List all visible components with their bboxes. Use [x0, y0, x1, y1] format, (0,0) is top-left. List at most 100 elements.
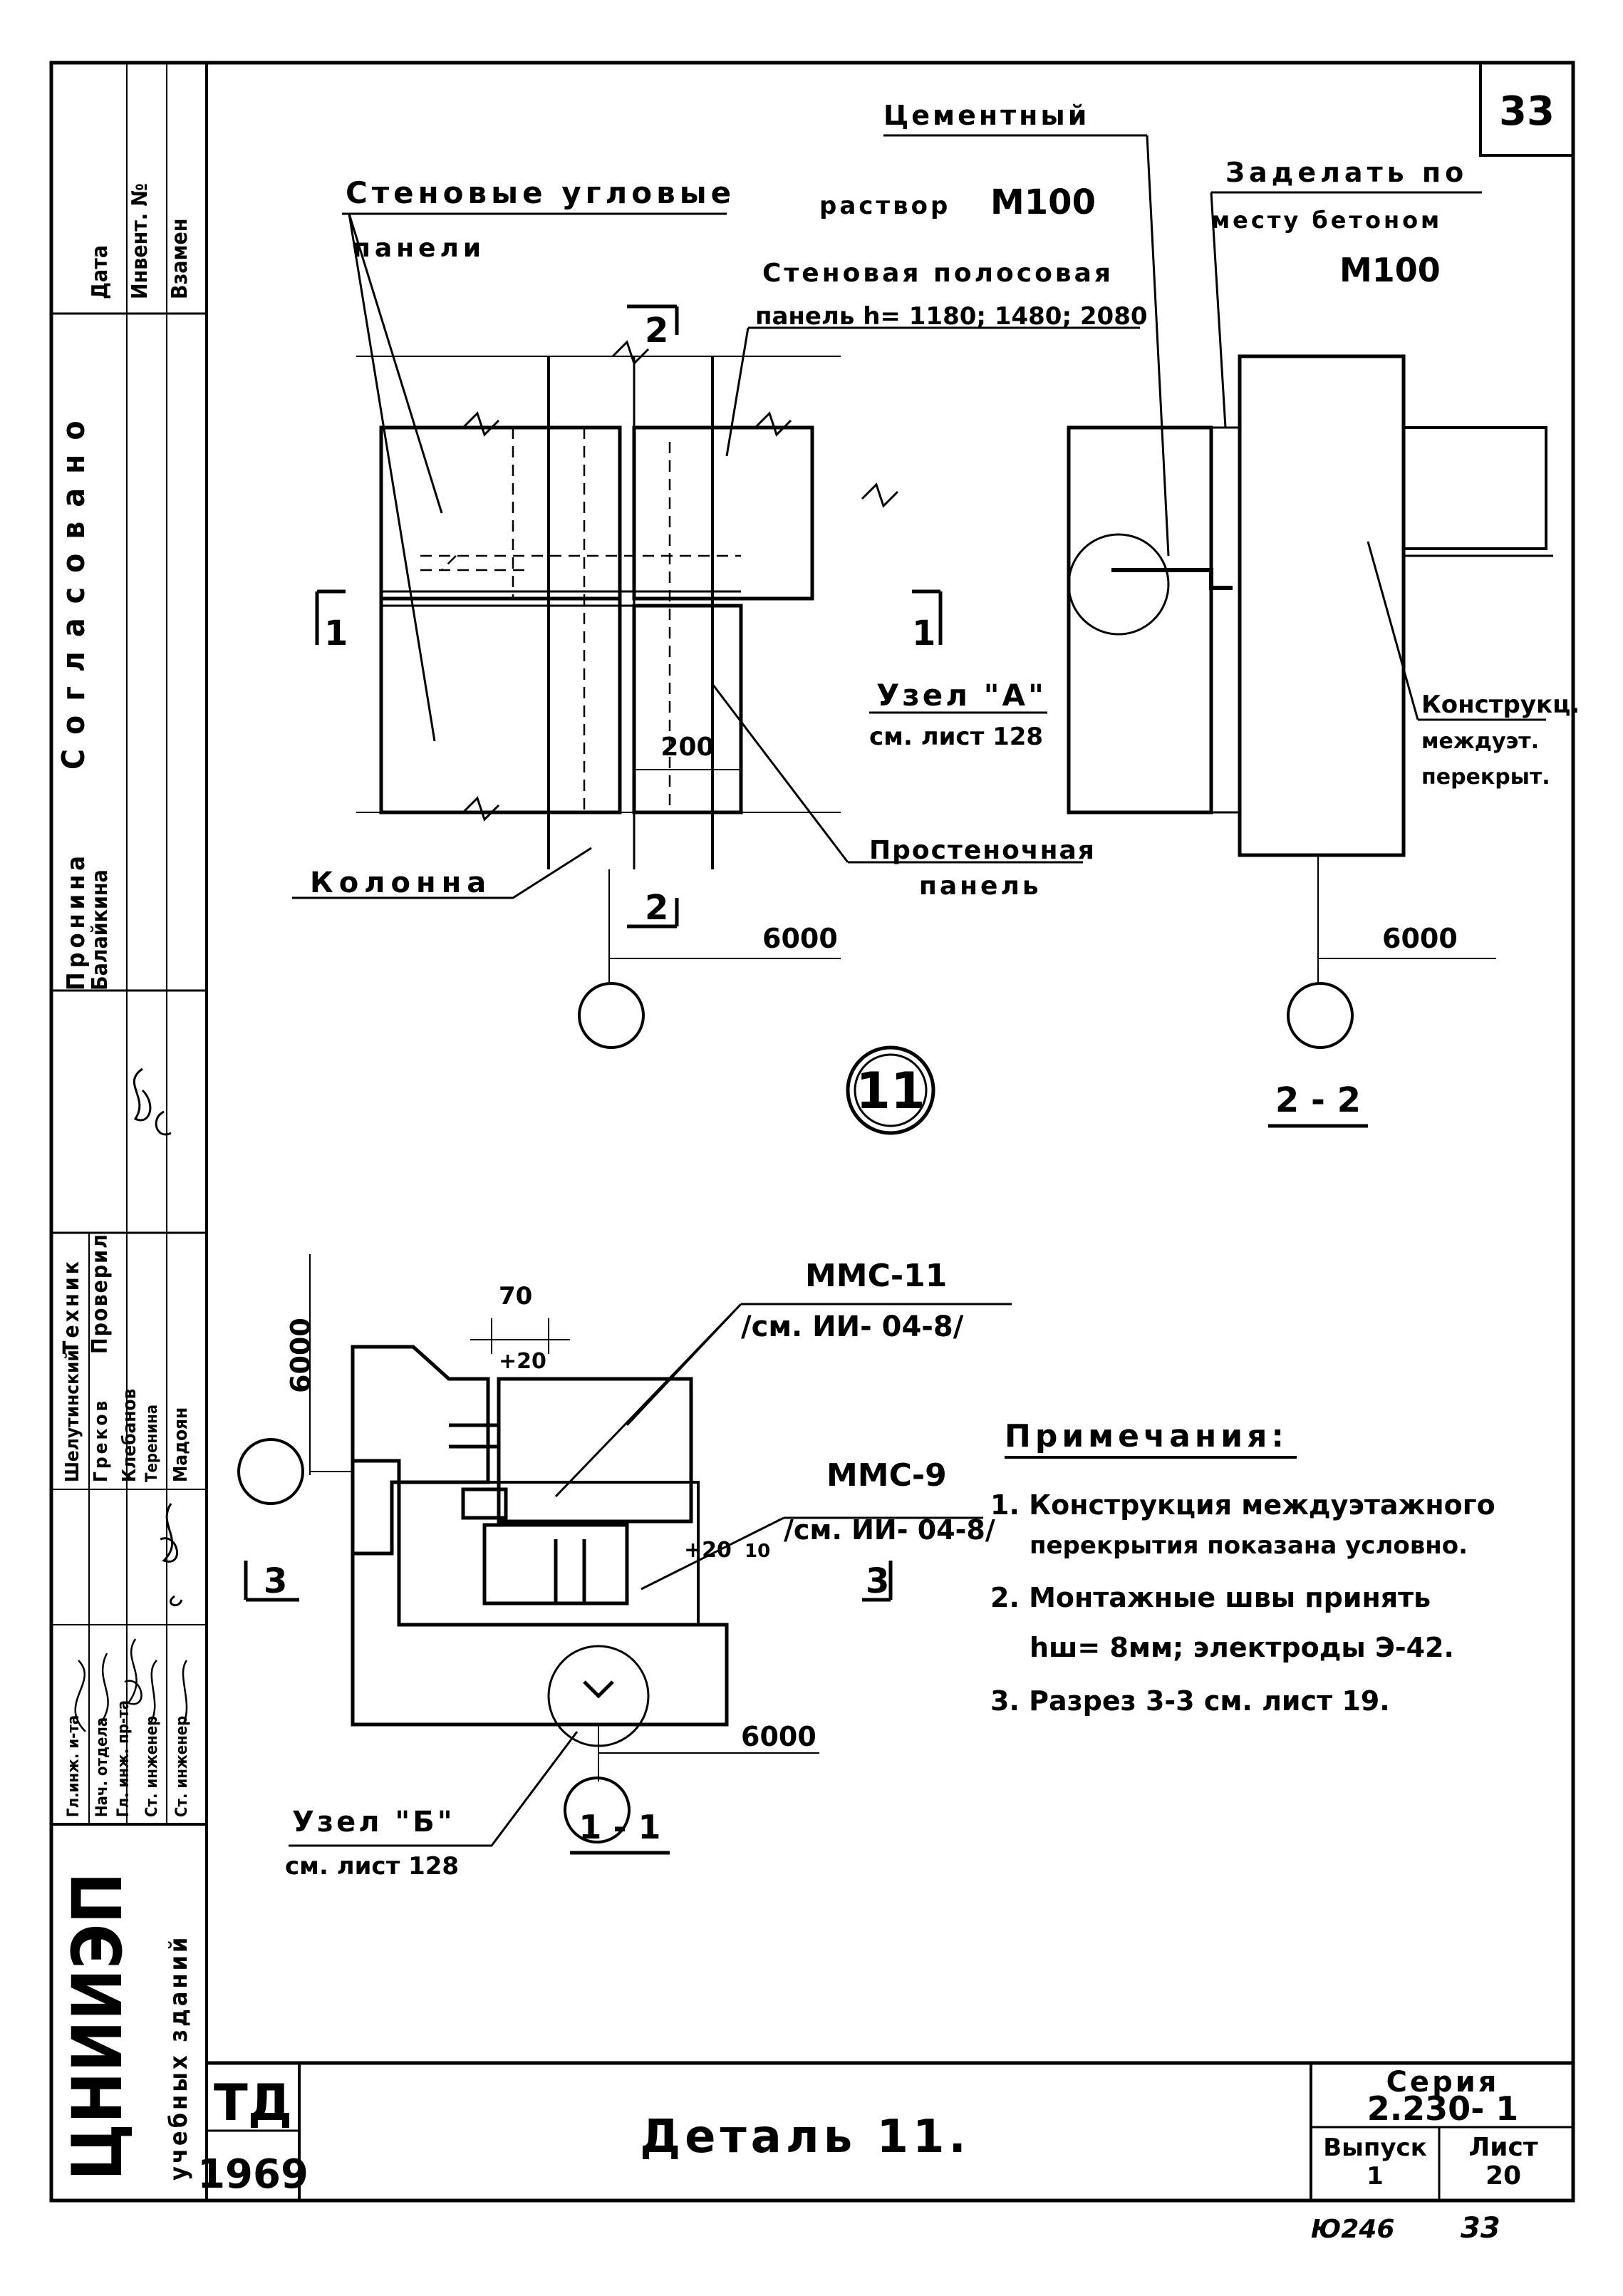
section-mark-2-bottom — [627, 898, 679, 929]
name-check-1: Клебанов — [119, 1389, 140, 1482]
node-b-ref: см. лист 128 — [285, 1852, 459, 1881]
leader-corner-panels — [342, 212, 727, 742]
label-floor-2: междуэт. — [1421, 729, 1539, 754]
embedded-parts — [449, 1423, 629, 1605]
stamp-header-replaced: Взамен — [167, 219, 192, 299]
year: 1969 — [197, 2151, 308, 2198]
s11-axis-bubble-left — [237, 1438, 304, 1505]
stamp-agreed: Согласовано — [56, 406, 92, 770]
column-section-1-1 — [497, 1377, 693, 1524]
stamp-agreed-name-1: Пронина — [62, 852, 90, 991]
signatures-positions — [74, 1653, 188, 1732]
dim-200: 200 — [660, 733, 714, 762]
td-mark: ТД — [214, 2074, 292, 2132]
label-corner-panels-1: Стеновые угловые — [346, 175, 735, 210]
label-fill-2: месту бетоном — [1211, 207, 1442, 234]
position-2: Нач. отдела — [93, 1717, 111, 1817]
name-tech-2: Греков — [90, 1398, 112, 1482]
section-mark-1-right — [912, 589, 943, 645]
mmc11-ref: /см. ИИ- 04-8/ — [741, 1310, 964, 1343]
dim-10: 10 — [745, 1541, 770, 1562]
mmc9-label: ММС-9 — [826, 1457, 947, 1494]
note-2b: hш= 8мм; электроды Э-42. — [1030, 1632, 1454, 1663]
stamp-agreed-name-2: Балайкина — [88, 869, 113, 991]
issue-label: Выпуск — [1323, 2134, 1427, 2162]
leader-floor — [1367, 541, 1546, 721]
site-concrete-fill — [1210, 426, 1241, 814]
mmc9-ref: /см. ИИ- 04-8/ — [784, 1514, 995, 1546]
mmc11-label: ММС-11 — [805, 1258, 947, 1294]
section-1-1: 70 +20 +20 10 6000 6000 3 3 ММС-11 /см. … — [237, 1254, 1012, 1881]
bottom-sheet-number: 33 — [1461, 2212, 1500, 2245]
label-fill-1: Заделать по — [1225, 157, 1468, 188]
note-3: 3. Разрез 3-3 см. лист 19. — [990, 1685, 1390, 1717]
section-mark-1-left-label: 1 — [324, 614, 348, 653]
hidden-lines — [420, 428, 741, 812]
stamp-header-date: Дата — [88, 245, 113, 299]
section-mark-2-bottom-label: 2 — [645, 888, 668, 928]
node-a-label: Узел "А" — [876, 678, 1047, 713]
section-mark-3-right — [862, 1561, 893, 1602]
strip-panel — [632, 425, 814, 601]
signature-tech — [160, 1503, 183, 1607]
detail-mark-circle — [846, 1045, 935, 1135]
label-cement-2: раствор — [819, 192, 950, 220]
label-floor-3: перекрыт. — [1421, 765, 1550, 790]
section-mark-1-right-label: 1 — [912, 614, 935, 653]
node-b-label: Узел "Б" — [292, 1806, 455, 1839]
note-1b: перекрытия показана условно. — [1030, 1531, 1468, 1560]
section-mark-2-top-label: 2 — [645, 311, 668, 351]
label-pier-2: панель — [919, 872, 1042, 901]
name-check-2: Теренина — [143, 1405, 161, 1482]
label-corner-panels-2: панели — [353, 234, 485, 263]
plan-view: 1 1 2 2 200 6000 Стеновые угловые панели… — [292, 175, 1148, 1135]
leader-site-concrete — [1210, 191, 1482, 428]
column-section — [1238, 354, 1406, 857]
s22-dim-6000: 6000 — [1382, 923, 1458, 954]
wall-panel-upper — [351, 1345, 490, 1556]
position-5: Ст. инженер — [173, 1716, 191, 1817]
series-value: 2.230- 1 — [1367, 2089, 1519, 2128]
section-mark-2-top — [627, 304, 679, 335]
leader-mmc9 — [641, 1516, 983, 1591]
signature-checker — [124, 1638, 142, 1705]
drawing-title: Деталь 11. — [640, 2111, 970, 2163]
detail-mark-number: 11 — [856, 1062, 925, 1120]
dim-plus20-b: +20 — [684, 1538, 732, 1563]
signature-agreed — [133, 1067, 172, 1136]
section-2-2: Цементный раствор М100 Заделать по месту… — [819, 100, 1580, 1128]
plan-dim-6000: 6000 — [762, 923, 838, 954]
section-mark-3-left — [244, 1561, 299, 1602]
name-tech-1: Шелутинский — [62, 1350, 83, 1482]
page-number-box — [1479, 61, 1575, 157]
dim-70: 70 — [499, 1282, 532, 1310]
label-strip-2: панель h= 1180; 1480; 2080 — [755, 302, 1148, 331]
pier-panel — [632, 604, 743, 815]
position-3: Гл. инж. пр-та — [115, 1700, 133, 1817]
label-floor-1: Конструкц. — [1421, 691, 1580, 719]
org-subtitle: учебных зданий — [165, 1935, 193, 2181]
label-cement-1: Цементный — [883, 100, 1089, 131]
role-checked: Проверил — [88, 1233, 113, 1354]
bottom-code: Ю246 — [1311, 2215, 1394, 2244]
section-mark-3-left-label: 3 — [264, 1561, 287, 1601]
leader-node-b — [289, 1731, 579, 1847]
label-strip-1: Стеновая полосовая — [762, 259, 1114, 288]
section-mark-3-right-label: 3 — [866, 1561, 889, 1601]
sheet-value: 20 — [1485, 2161, 1521, 2191]
wall-panel-concrete — [1067, 425, 1213, 815]
issue-value: 1 — [1367, 2162, 1384, 2191]
role-technician: Техник — [59, 1258, 84, 1354]
sheet-frame — [49, 61, 1575, 2203]
dim-plus20-a: +20 — [499, 1349, 546, 1374]
notes: Примечания: 1. Конструкция междуэтажного… — [990, 1418, 1495, 1717]
node-a-circle — [1067, 533, 1170, 636]
s11-dim-6000-h: 6000 — [741, 1721, 816, 1752]
name-check-3: Мадоян — [170, 1407, 192, 1482]
s22-axis-bubble — [1287, 982, 1354, 1049]
position-4: Ст. инженер — [143, 1716, 161, 1817]
note-2a: 2. Монтажные швы принять — [990, 1582, 1431, 1613]
floor-slab — [1402, 426, 1547, 550]
label-pier-1: Простеночная — [869, 836, 1096, 865]
